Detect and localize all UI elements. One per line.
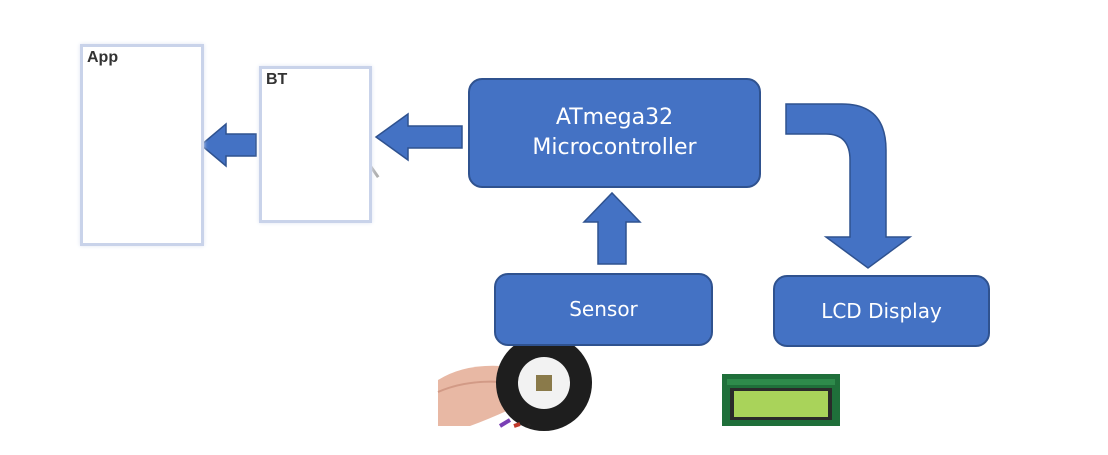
app-photo-frame: App xyxy=(80,44,204,246)
bt-label: BT xyxy=(266,71,288,88)
lcd-display-label: LCD Display xyxy=(821,298,942,323)
arrow-mcu-to-lcd xyxy=(785,103,913,269)
lcd-display-block: LCD Display xyxy=(773,275,990,347)
pulse-sensor-icon xyxy=(437,335,592,431)
arrow-mcu-to-bt xyxy=(374,112,463,162)
bt-photo-frame: BT xyxy=(259,66,372,223)
arrow-sensor-to-mcu xyxy=(582,191,642,265)
lcd-module-icon xyxy=(722,374,840,426)
microcontroller-line2: Microcontroller xyxy=(532,135,697,160)
sensor-block: Sensor xyxy=(494,273,713,346)
microcontroller-block: ATmega32 Microcontroller xyxy=(468,78,761,188)
sensor-label: Sensor xyxy=(569,297,638,321)
microcontroller-line1: ATmega32 xyxy=(555,105,674,131)
app-label: App xyxy=(87,49,119,66)
arrow-bt-to-app xyxy=(199,122,257,168)
